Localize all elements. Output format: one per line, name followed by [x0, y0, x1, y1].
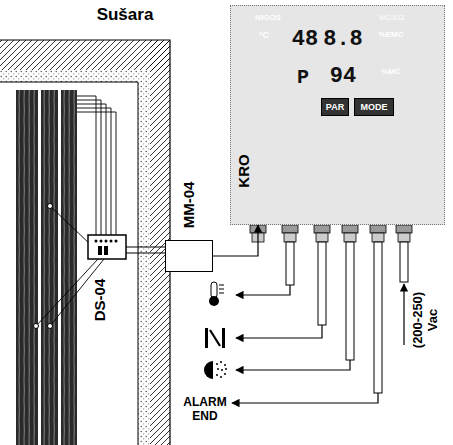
cable-glands [250, 225, 412, 242]
button: MODE [354, 98, 394, 116]
wall-outline [0, 40, 170, 445]
display-window [280, 26, 368, 54]
cable-connector [213, 225, 258, 256]
sensor-box: DS-04 [88, 235, 126, 259]
thermometer-icon [209, 282, 224, 306]
button-label: MODE [361, 102, 388, 112]
sensor-box-body [88, 235, 126, 259]
insulation-right [138, 70, 150, 445]
cable-connector [126, 246, 165, 247]
chamber-outline [0, 82, 138, 445]
display-digits: 48 [292, 27, 318, 52]
display-digits: P [297, 66, 309, 89]
wood-stack [61, 90, 77, 445]
unit-label: %MC [381, 67, 401, 76]
cable-wire [126, 252, 165, 253]
wall-top [0, 40, 170, 70]
button: PAR [321, 98, 349, 116]
alarm-output-label: ALARM END [179, 396, 231, 424]
unit-label: %EMC [379, 30, 404, 39]
part-name: KRO [235, 154, 252, 187]
button-label: PAR [326, 102, 344, 112]
wood-stack [41, 90, 58, 445]
insulation-top [0, 70, 150, 82]
part-name: MM-04 [180, 182, 197, 229]
part-name: DS-04 [91, 279, 108, 322]
chamber-heading: Sušara [97, 5, 154, 25]
damper-icon [205, 328, 225, 348]
module-box: MM-04 [165, 240, 213, 272]
kiln-chamber: DS-04Sušara [0, 40, 170, 445]
sensor-wires [36, 96, 116, 326]
signal-arrows [232, 284, 404, 403]
humidifier-icon [204, 361, 227, 379]
terminal-dots [95, 240, 118, 256]
unit-label: °C [259, 30, 269, 40]
brand-name: NIGOS [255, 13, 281, 22]
model-number: MC-612 [380, 14, 405, 22]
sensor-points [34, 204, 53, 329]
power-supply-label: (200-250) Vac [411, 285, 441, 355]
wood-stack [16, 90, 38, 445]
display-digits: 8.8 [323, 27, 363, 52]
display-digits: 94 [330, 64, 356, 89]
